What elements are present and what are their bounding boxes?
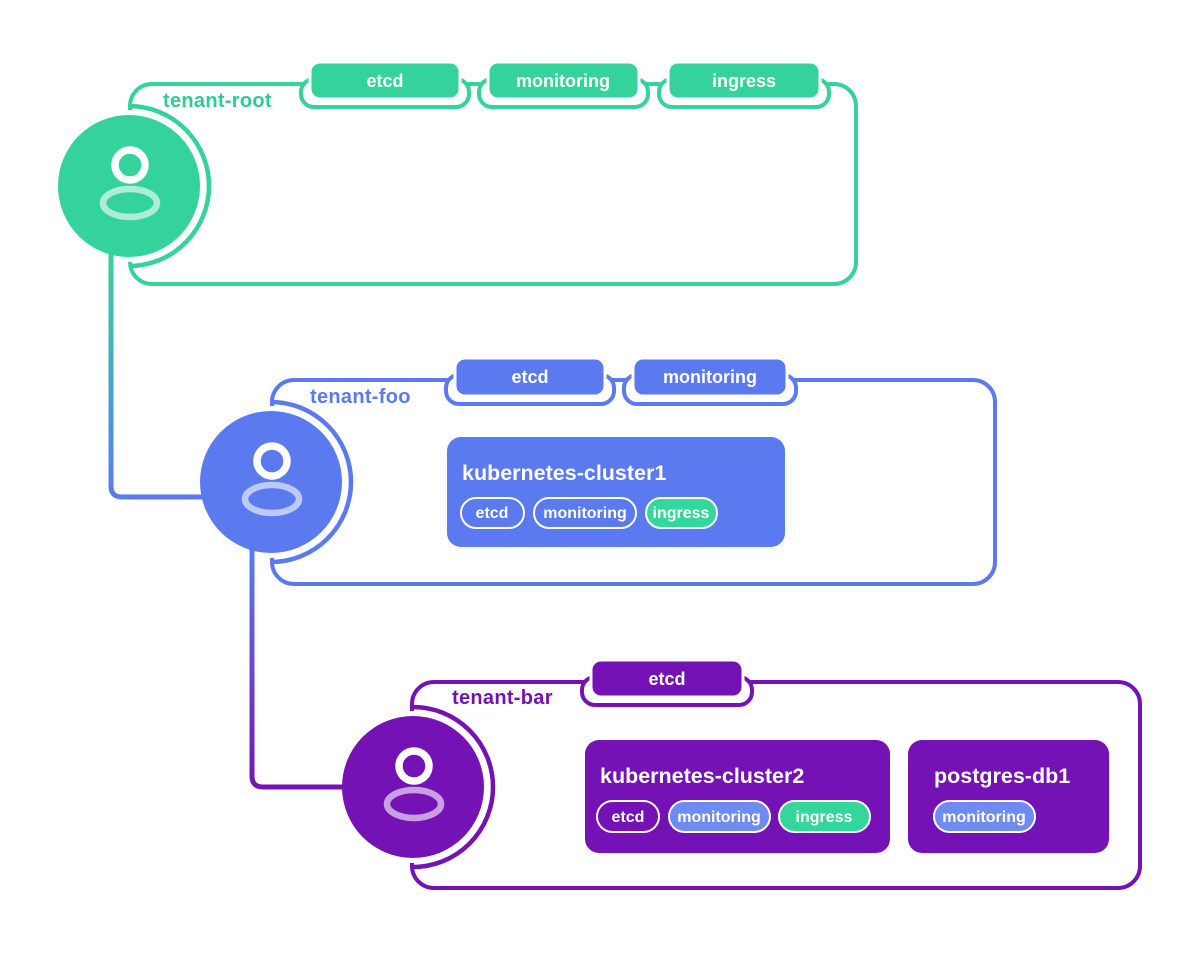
tab-monitoring [631, 356, 789, 398]
tab-etcd [453, 356, 607, 398]
tab-etcd-label: etcd [648, 669, 685, 689]
tab-etcd [308, 60, 462, 101]
workload-kubernetes-cluster1: kubernetes-cluster1 etcd monitoring ingr… [447, 437, 785, 547]
badge-monitoring [668, 800, 771, 833]
tab-monitoring-label: monitoring [663, 367, 757, 387]
tenant-foo-label: tenant-foo [310, 386, 411, 408]
badge-ingress [645, 497, 718, 529]
tenant-bar-avatar [342, 716, 484, 858]
workload-title: postgres-db1 [934, 764, 1070, 788]
tenant-root-avatar [58, 115, 200, 257]
badge-monitoring-label: monitoring [543, 505, 627, 522]
tenant-root-border [128, 82, 858, 286]
avatar-ring-arc [270, 399, 354, 565]
workload-title: kubernetes-cluster2 [600, 764, 804, 788]
workload-card [585, 740, 890, 853]
tab-etcd-label: etcd [366, 71, 403, 91]
tab-ingress-label: ingress [712, 71, 776, 91]
user-icon [383, 747, 445, 822]
tab-etcd-label: etcd [511, 367, 548, 387]
tab-ingress [666, 60, 822, 101]
tab-monitoring [486, 60, 641, 101]
badge-ingress-label: ingress [796, 809, 853, 826]
badge-etcd-label: etcd [476, 505, 509, 522]
user-icon [241, 442, 303, 517]
tenant-root-label: tenant-root [163, 90, 272, 112]
tenant-bar-label: tenant-bar [452, 687, 553, 709]
badge-etcd [596, 800, 660, 833]
workload-postgres-db1: postgres-db1 monitoring [908, 740, 1109, 853]
workload-card [908, 740, 1109, 853]
badge-monitoring-label: monitoring [942, 809, 1026, 826]
tenant-foo-avatar [200, 411, 342, 553]
avatar-ring-arc [128, 103, 212, 269]
connector-root-to-foo [108, 248, 208, 500]
tab-monitoring-label: monitoring [516, 71, 610, 91]
workload-kubernetes-cluster2: kubernetes-cluster2 etcd monitoring ingr… [585, 740, 890, 853]
avatar-ring-arc [412, 704, 496, 870]
badge-monitoring-label: monitoring [677, 809, 761, 826]
badge-etcd-label: etcd [612, 809, 645, 826]
badge-etcd [460, 497, 525, 529]
badge-ingress [778, 800, 871, 833]
badge-ingress-label: ingress [653, 505, 710, 522]
connector-foo-to-bar [249, 548, 346, 790]
badge-monitoring [933, 800, 1036, 833]
workload-card [447, 437, 785, 547]
tab-etcd [589, 658, 745, 699]
workload-title: kubernetes-cluster1 [462, 461, 666, 485]
user-icon [99, 146, 161, 221]
badge-monitoring [533, 497, 637, 529]
